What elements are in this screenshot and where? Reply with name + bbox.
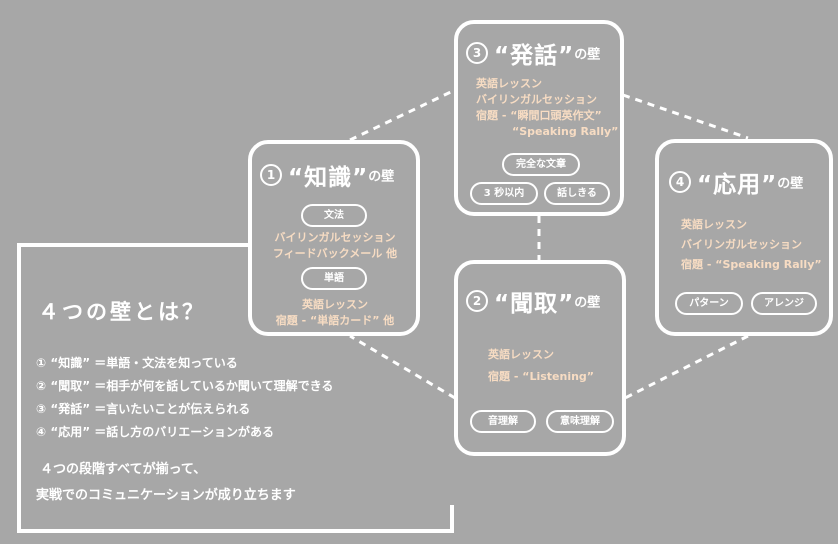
activity-line: “Speaking Rally” <box>512 125 619 138</box>
activity-line: 英語レッスン <box>302 298 368 311</box>
wall-name: “聞取” <box>494 291 575 317</box>
card-title: 3 “発話”の壁 <box>466 36 600 70</box>
tag-meaning-understanding: 意味理解 <box>546 410 614 433</box>
activity-list: バイリンガルセッション フィードバックメール 他 <box>268 230 402 262</box>
number-badge: 1 <box>260 164 282 186</box>
connector-3-4 <box>622 93 749 140</box>
summary-conclusion: ４つの段階すべてが揃って、 実戦でのコミュニケーションが成り立ちます <box>36 457 296 509</box>
card-title: 4 “応用”の壁 <box>669 165 803 199</box>
summary-frame <box>17 243 454 533</box>
wall-name: “発話” <box>494 43 575 69</box>
wall-suffix: の壁 <box>574 295 601 311</box>
tag-sound-understanding: 音理解 <box>470 410 536 433</box>
activity-line: バイリンガルセッション <box>274 231 396 244</box>
conclusion-line: ４つの段階すべてが揃って、 <box>40 462 207 477</box>
activity-line: 宿題 - “単語カード” 他 <box>275 314 395 327</box>
activity-line: フィードバックメール 他 <box>272 247 398 260</box>
activity-line: 宿題 - “Speaking Rally” <box>681 258 822 271</box>
wall-suffix: の壁 <box>574 47 601 63</box>
number-badge: 2 <box>466 290 488 312</box>
wall-name: “応用” <box>697 172 778 198</box>
summary-frame-top <box>17 243 250 247</box>
number-badge: 4 <box>669 171 691 193</box>
tag-within-3-seconds: 3 秒以内 <box>470 182 538 205</box>
activity-list: 英語レッスン バイリンガルセッション 宿題 - “Speaking Rally” <box>681 215 822 275</box>
activity-line: 英語レッスン <box>681 218 747 231</box>
activity-list: 英語レッスン 宿題 - “単語カード” 他 <box>268 297 402 329</box>
activity-line: 英語レッスン <box>476 77 542 90</box>
tag-complete-sentence: 完全な文章 <box>502 153 580 176</box>
activity-list: 英語レッスン バイリンガルセッション 宿題 - “瞬間口頭英作文” “Speak… <box>476 76 618 140</box>
number-badge: 3 <box>466 42 488 64</box>
wall-card-knowledge: 1 “知識”の壁 文法 バイリンガルセッション フィードバックメール 他 単語 英… <box>248 140 420 336</box>
summary-item: ① “知識” ＝単語・文法を知っている <box>36 356 238 370</box>
activity-line: 宿題 - “Listening” <box>488 370 595 383</box>
card-title: 2 “聞取”の壁 <box>466 284 600 318</box>
tag-grammar: 文法 <box>301 204 367 227</box>
tag-finish-speaking: 話しきる <box>544 182 610 205</box>
wall-suffix: の壁 <box>368 169 395 185</box>
summary-item: ③ “発話” ＝言いたいことが伝えられる <box>36 402 251 416</box>
activity-list: 英語レッスン 宿題 - “Listening” <box>488 344 594 388</box>
conclusion-line: 実戦でのコミュニケーションが成り立ちます <box>36 488 296 503</box>
connector-4-2 <box>624 334 749 400</box>
activity-line: 英語レッスン <box>488 348 554 361</box>
connector-1-3 <box>349 88 456 142</box>
tag-arrange: アレンジ <box>751 292 817 315</box>
activity-line: 宿題 - “瞬間口頭英作文” <box>476 109 602 122</box>
summary-frame-right <box>450 505 454 533</box>
activity-line: バイリンガルセッション <box>681 238 802 251</box>
wall-suffix: の壁 <box>777 176 804 192</box>
tag-pattern: パターン <box>675 292 743 315</box>
summary-item: ④ “応用” ＝話し方のバリエーションがある <box>36 425 275 439</box>
tag-vocabulary: 単語 <box>301 267 367 290</box>
card-title: 1 “知識”の壁 <box>260 158 394 192</box>
summary-heading: ４つの壁とは？ <box>38 300 206 324</box>
summary-item: ② “聞取” ＝相手が何を話しているか聞いて理解できる <box>36 379 334 393</box>
wall-card-application: 4 “応用”の壁 英語レッスン バイリンガルセッション 宿題 - “Speakin… <box>655 139 833 336</box>
activity-line: バイリンガルセッション <box>476 93 597 106</box>
wall-card-listening: 2 “聞取”の壁 英語レッスン 宿題 - “Listening” 音理解 意味理解 <box>454 260 626 456</box>
summary-list: ① “知識” ＝単語・文法を知っている ② “聞取” ＝相手が何を話しているか聞… <box>36 352 333 444</box>
wall-name: “知識” <box>288 165 369 191</box>
wall-card-speaking: 3 “発話”の壁 英語レッスン バイリンガルセッション 宿題 - “瞬間口頭英作文… <box>454 20 624 216</box>
